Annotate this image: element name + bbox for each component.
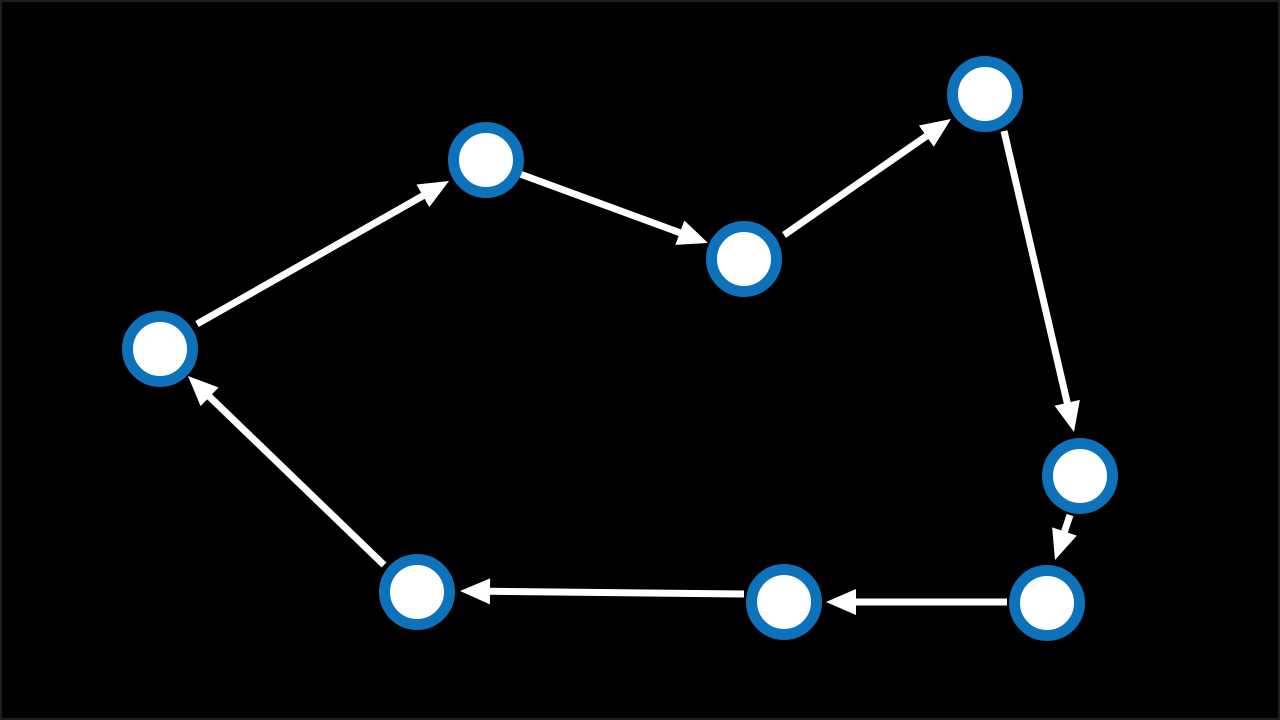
node-2-circle <box>448 122 524 198</box>
edge-n3-to-n4[interactable] <box>782 119 951 238</box>
edge-n8-to-n1[interactable] <box>188 376 387 568</box>
edge-n5-to-n6-line <box>1060 513 1074 535</box>
edge-n4-to-n5-arrowhead-icon <box>1054 399 1080 432</box>
edge-n1-to-n2-arrowhead-icon <box>416 181 449 208</box>
edge-n2-to-n3[interactable] <box>518 170 708 245</box>
node-5-circle <box>1042 438 1118 514</box>
nodes-layer <box>122 56 1118 641</box>
node-2[interactable] <box>448 122 524 198</box>
edge-n7-to-n8-arrowhead-icon <box>460 578 491 605</box>
node-1[interactable] <box>122 311 198 387</box>
node-4[interactable] <box>947 56 1023 132</box>
edge-n5-to-n6-arrowhead-icon <box>1052 527 1077 560</box>
node-6[interactable] <box>1009 565 1085 641</box>
node-8-circle <box>379 554 455 630</box>
edge-n7-to-n8[interactable] <box>460 578 745 605</box>
node-3[interactable] <box>706 221 782 297</box>
edge-n1-to-n2-line <box>195 191 427 328</box>
node-5[interactable] <box>1042 438 1118 514</box>
edge-n3-to-n4-arrowhead-icon <box>918 119 951 147</box>
edge-n6-to-n7-arrowhead-icon <box>826 589 856 615</box>
node-8[interactable] <box>379 554 455 630</box>
edge-n2-to-n3-line <box>518 170 683 237</box>
node-4-circle <box>947 56 1023 132</box>
edge-n8-to-n1-line <box>205 392 387 568</box>
node-3-circle <box>706 221 782 297</box>
edge-n3-to-n4-line <box>782 132 931 238</box>
edge-n7-to-n8-line <box>487 587 745 598</box>
node-1-circle <box>122 311 198 387</box>
node-6-circle <box>1009 565 1085 641</box>
edge-n1-to-n2[interactable] <box>195 181 449 328</box>
edges-layer <box>188 119 1080 615</box>
edge-n2-to-n3-arrowhead-icon <box>675 220 708 245</box>
node-7-circle <box>746 564 822 640</box>
edge-n4-to-n5[interactable] <box>1000 130 1080 432</box>
edge-n6-to-n7[interactable] <box>826 589 1007 615</box>
node-7[interactable] <box>746 564 822 640</box>
edge-n5-to-n6[interactable] <box>1052 513 1077 560</box>
edge-n8-to-n1-arrowhead-icon <box>188 376 219 407</box>
edge-n4-to-n5-line <box>1000 130 1072 406</box>
